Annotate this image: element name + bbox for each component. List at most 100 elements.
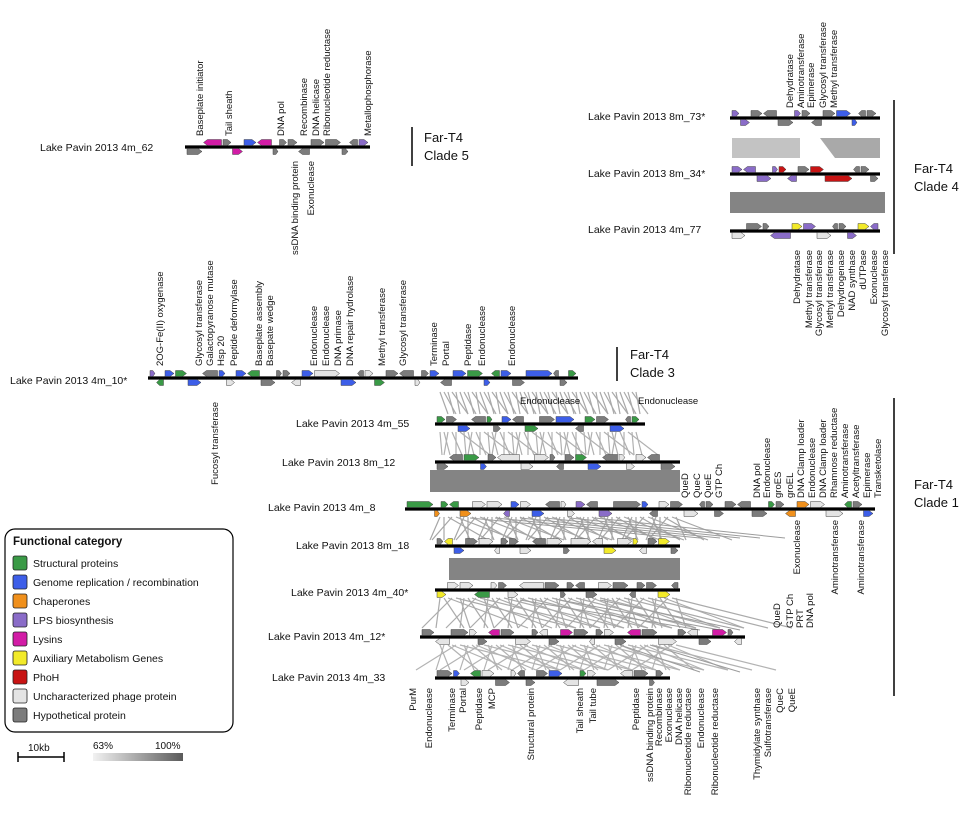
legend-swatch [12, 574, 28, 590]
genome-backbones [148, 116, 880, 680]
gene-arrow [559, 379, 568, 386]
synteny-link [543, 391, 557, 415]
gene-arrow [592, 538, 603, 545]
gene-arrow [500, 370, 512, 377]
gene-arrow [851, 119, 858, 126]
gene-annotation-label: QueD [680, 473, 691, 498]
gene-arrow [440, 501, 449, 508]
legend-title: Functional category [13, 536, 123, 548]
gene-arrow [436, 670, 453, 677]
legend-swatch [12, 555, 28, 571]
legend-item-label: Structural proteins [33, 558, 118, 570]
legend-item-label: Genome replication / recombination [33, 577, 199, 589]
gene-arrow [459, 582, 474, 589]
gene-arrow [575, 425, 584, 432]
gene-arrow [803, 223, 816, 230]
legend-item-label: Chaperones [33, 596, 90, 608]
synteny-link [515, 431, 521, 456]
gene-annotation-label: dUTPase [858, 250, 869, 290]
gene-arrow [232, 148, 243, 155]
synteny-link [647, 597, 769, 629]
gene-arrow [734, 638, 742, 645]
gene-arrow [794, 110, 801, 117]
synteny-link [579, 597, 585, 629]
synteny-link [443, 431, 451, 456]
gene-arrow [548, 670, 563, 677]
identity-gradient-key: 63% 100% [93, 741, 183, 761]
gene-annotation-label: Galactopyranose mutase [205, 260, 216, 366]
gene-annotation-label: Recombinase [654, 688, 665, 746]
gene-arrow [436, 538, 444, 545]
synteny-link [469, 517, 681, 539]
synteny-link [491, 431, 497, 456]
gene-annotation-label: Endonuclease [424, 688, 435, 748]
legend-swatch [12, 688, 28, 704]
synteny-link [431, 516, 453, 541]
gene-annotation-label: Aminotransferase [830, 520, 841, 594]
gene-arrow [467, 370, 483, 377]
clade3-label-line1: Far-T4 [630, 347, 669, 362]
synteny-link [469, 597, 501, 629]
synteny-link [544, 517, 741, 539]
synteny-link [571, 431, 583, 456]
synteny-link [439, 644, 481, 671]
gene-arrow [465, 538, 478, 545]
gene-arrow [486, 416, 493, 423]
gene-arrow [341, 148, 349, 155]
synteny-link [459, 597, 471, 629]
gene-arrow [852, 501, 863, 508]
synteny-link [443, 391, 457, 415]
gene-arrow [539, 629, 548, 636]
gene-arrow [243, 139, 257, 146]
gene-annotation-label: DNA helicase [311, 79, 322, 136]
gene-arrow [500, 538, 509, 545]
gene-arrow [762, 223, 770, 230]
synteny-link [587, 391, 595, 415]
synteny-link [499, 644, 561, 671]
synteny-link [459, 644, 469, 671]
gene-arrow [272, 148, 279, 155]
synteny-link [501, 516, 513, 541]
gene-annotation-label: Ribonucleotide reductase [683, 688, 694, 795]
synteny-link [439, 391, 449, 415]
synteny-link [439, 644, 451, 671]
clade5-label-line1: Far-T4 [424, 130, 463, 145]
gene-arrow [585, 591, 598, 598]
gene-arrow [777, 119, 794, 126]
synteny-link [487, 391, 495, 415]
synteny-link [579, 391, 589, 415]
gene-annotation-label: Peptidase [474, 688, 485, 730]
synteny-link [475, 431, 487, 456]
gene-annotation-label: Tail sheath [575, 688, 586, 733]
gene-annotation-label: Dehydrogenase [836, 250, 847, 317]
synteny-link [587, 431, 595, 456]
synteny-link [559, 431, 563, 456]
gene-arrow [714, 510, 724, 517]
gene-arrow [791, 223, 803, 230]
genome-label-8m-18: Lake Pavin 2013 8m_18 [296, 540, 409, 552]
gene-arrow [520, 501, 531, 508]
gene-arrow [801, 110, 811, 117]
synteny-link [555, 597, 567, 629]
gene-arrow [279, 139, 287, 146]
synteny-link [435, 597, 441, 629]
gene-arrow [596, 679, 620, 686]
gene-arrow [164, 370, 175, 377]
gene-annotation-label: Peptidase [463, 324, 474, 366]
synteny-link [619, 644, 681, 671]
legend-swatch [12, 669, 28, 685]
gene-arrow [698, 638, 712, 645]
synteny-link [495, 391, 501, 415]
gene-annotation-label: ssDNA binding protein [290, 161, 301, 255]
gene-arrow [670, 547, 679, 554]
gene-arrow [446, 416, 457, 423]
gene-arrow [560, 629, 573, 636]
gene-arrow [586, 501, 598, 508]
synteny-link [619, 431, 631, 456]
synteny-link [477, 516, 489, 541]
gene-arrow [737, 501, 751, 508]
synteny-ribbon [449, 558, 680, 580]
gene-arrow [731, 232, 746, 239]
synteny-link [583, 644, 625, 671]
gene-arrow [406, 501, 434, 508]
